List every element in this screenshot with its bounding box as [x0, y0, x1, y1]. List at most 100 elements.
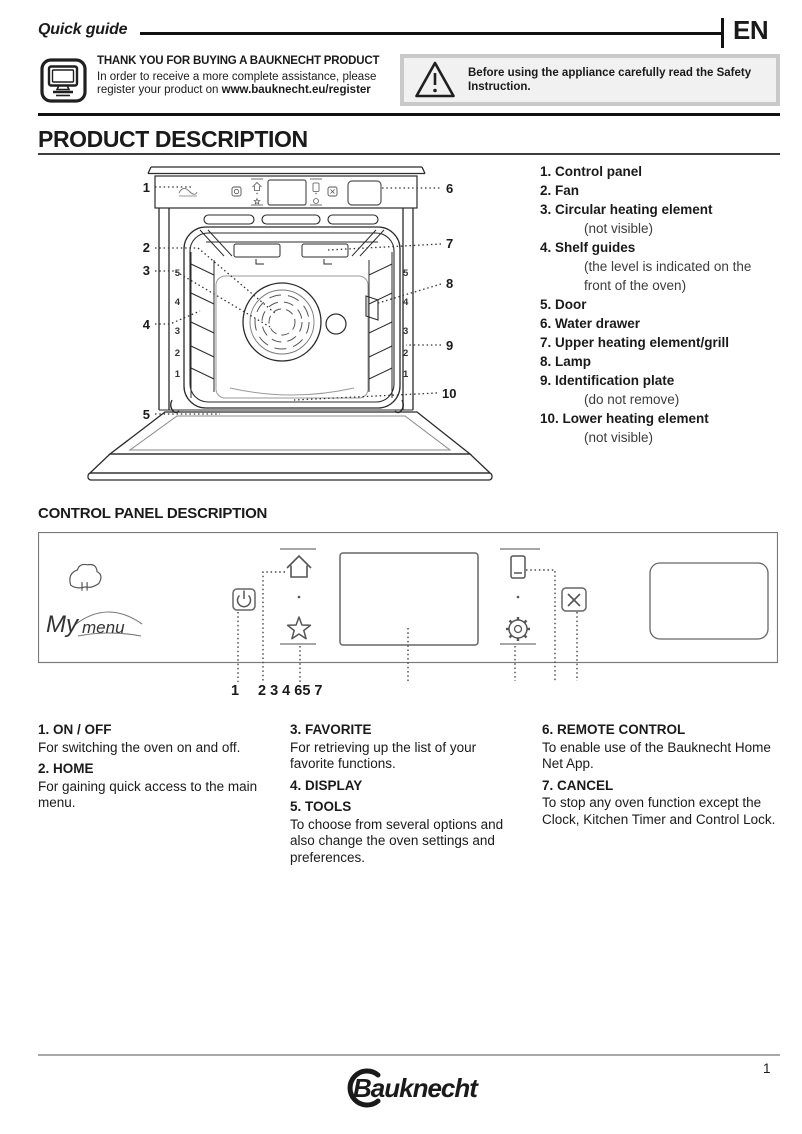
callout-5: 5	[143, 407, 150, 422]
callout-4: 4	[143, 317, 151, 332]
mymenu-logo-menu: menu	[82, 618, 125, 637]
cancel-button	[561, 587, 587, 612]
function-heading: 1. ON / OFF	[38, 722, 112, 737]
tools-gear-icon	[506, 617, 530, 641]
lamp-housing	[365, 295, 379, 321]
home-icon	[286, 554, 312, 578]
separator-dot	[516, 595, 520, 599]
display-screen	[339, 552, 479, 646]
control-panel-diagram: My menu	[38, 532, 778, 699]
door-hinge-right	[394, 399, 404, 414]
safety-warning-box: Before using the appliance carefully rea…	[400, 54, 780, 106]
mymenu-logo-my: My	[46, 611, 80, 638]
section-title-underline	[38, 153, 780, 155]
function-heading: 6. REMOTE CONTROL	[542, 722, 686, 737]
remote-control-icon	[510, 555, 526, 579]
part-item: 1. Control panel	[540, 164, 643, 179]
function-heading: 4. DISPLAY	[290, 777, 363, 793]
function-heading: 5. TOOLS	[290, 799, 352, 814]
header-rule-tick	[721, 18, 724, 48]
page-number: 1	[763, 1061, 771, 1076]
function-desc: For retrieving up the list of your favor…	[290, 739, 477, 772]
shelf-level-right: 2	[403, 348, 408, 359]
function-heading: 7. CANCEL	[542, 777, 614, 793]
section-divider	[38, 113, 780, 116]
mymenu-logo	[69, 563, 143, 637]
callout-numbers: 1 2 3 4 5 6 7 8 9 10	[143, 180, 457, 422]
section-title-control-panel: CONTROL PANEL DESCRIPTION	[38, 505, 268, 522]
function-desc: To choose from several options and also …	[290, 816, 504, 865]
function-desc: For switching the oven on and off.	[38, 739, 241, 755]
part-item: 7. Upper heating element/grill	[540, 335, 730, 350]
bauknecht-logo: Bauknecht	[347, 1068, 480, 1108]
register-heading: THANK YOU FOR BUYING A BAUKNECHT PRODUCT	[97, 55, 380, 67]
oven-control-panel	[154, 175, 418, 209]
callout-6: 6	[446, 181, 453, 196]
register-url: www.bauknecht.eu/register	[221, 84, 371, 96]
panel-callouts-2-7: 2 3 4 65 7	[258, 683, 323, 699]
panel-callout-1: 1	[231, 683, 239, 699]
part-item: 3. Circular heating element	[540, 202, 713, 217]
lamp-circle	[325, 313, 347, 335]
callout-9: 9	[446, 338, 453, 353]
part-item: 5. Door	[540, 297, 587, 312]
secondary-display	[649, 562, 769, 640]
part-item: 8. Lamp	[540, 354, 592, 369]
callout-2: 2	[143, 240, 150, 255]
function-heading: 3. FAVORITE	[290, 722, 372, 737]
function-desc: For gaining quick access to the main men…	[38, 778, 258, 811]
part-item: 4. Shelf guides	[540, 240, 636, 255]
register-body: In order to receive a more complete assi…	[97, 70, 377, 97]
part-note: (the level is indicated on the front of …	[584, 259, 752, 293]
shelf-guides	[190, 252, 393, 398]
brand-text: Bauknecht	[353, 1073, 479, 1103]
oven-top-lip	[147, 166, 426, 175]
panel-callout-leaders	[237, 569, 578, 682]
power-button	[232, 588, 256, 611]
oven-cavity	[183, 226, 401, 409]
callout-leaders	[155, 186, 442, 415]
section-title-product-description: PRODUCT DESCRIPTION	[38, 126, 308, 152]
functions-column-1: 1. ON / OFF For switching the oven on an…	[38, 722, 276, 817]
functions-column-3: 6. REMOTE CONTROL To enable use of the B…	[542, 722, 780, 833]
fan-icon	[242, 282, 322, 362]
separator-dot	[297, 595, 301, 599]
part-note: (do not remove)	[584, 392, 680, 407]
warning-text: Before using the appliance carefully rea…	[468, 67, 752, 93]
footer-rule	[38, 1054, 780, 1056]
part-item: 10. Lower heating element	[540, 411, 709, 426]
parts-list: 1. Control panel 2. Fan 3. Circular heat…	[540, 162, 782, 447]
door-hinge-left	[170, 399, 180, 414]
oven-body	[158, 208, 414, 411]
callout-3: 3	[143, 263, 150, 278]
shelf-level-right: 3	[403, 326, 408, 337]
warning-triangle-icon	[415, 61, 455, 98]
shelf-level-left: 2	[175, 348, 180, 359]
upper-heating-element	[199, 229, 385, 265]
shelf-level-right: 4	[403, 297, 409, 308]
shelf-level-right: 1	[403, 369, 409, 380]
callout-7: 7	[446, 236, 453, 251]
shelf-level-right: 5	[403, 268, 409, 279]
register-text-block: THANK YOU FOR BUYING A BAUKNECHT PRODUCT…	[97, 55, 382, 98]
oven-door	[87, 411, 493, 481]
part-note: (not visible)	[584, 430, 654, 445]
shelf-level-left: 4	[175, 297, 181, 308]
callout-8: 8	[446, 276, 453, 291]
language-code: EN	[733, 15, 769, 45]
function-heading: 2. HOME	[38, 761, 94, 776]
callout-1: 1	[143, 180, 150, 195]
shelf-level-numbers: 5 4 3 2 1 5 4 3 2 1	[175, 268, 409, 380]
control-panel-frame	[38, 532, 778, 664]
doc-title: Quick guide	[38, 21, 128, 38]
oven-diagram: 1 2 3 4 5 6 7 8 9 10 5 4 3 2 1 5 4 3 2 1	[87, 166, 493, 481]
shelf-level-left: 1	[175, 369, 181, 380]
favorite-star-icon	[286, 616, 312, 640]
part-note: (not visible)	[584, 221, 654, 236]
part-item: 6. Water drawer	[540, 316, 641, 331]
function-desc: To stop any oven function except the Clo…	[542, 795, 776, 827]
header-rule	[140, 32, 722, 35]
oven-vents	[203, 214, 379, 225]
shelf-level-left: 3	[175, 326, 180, 337]
